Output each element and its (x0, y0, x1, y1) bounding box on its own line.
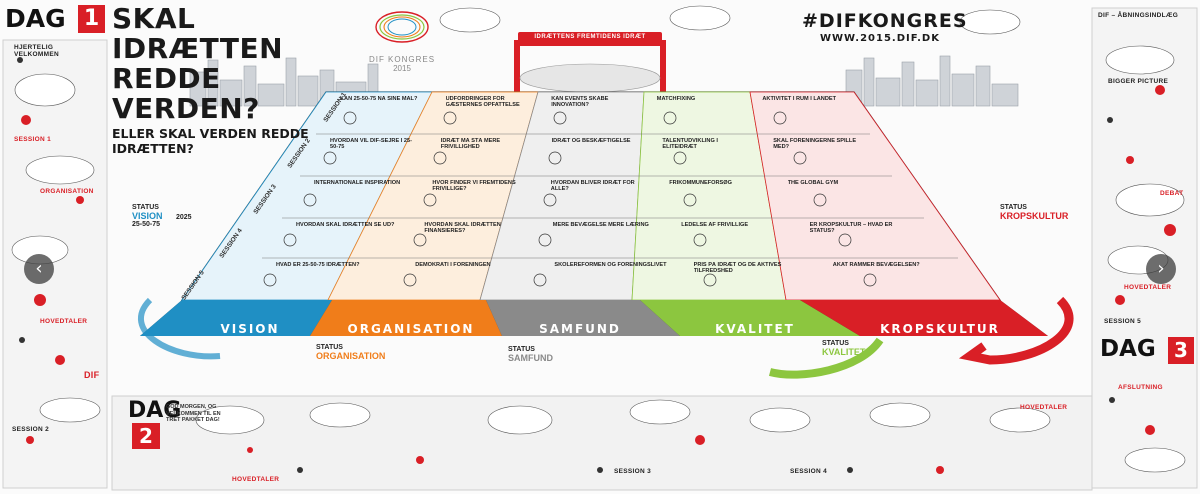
board-cell-header: PRIS PÅ IDRÆT OG DE AKTIVES TILFREDSHED (693, 262, 782, 275)
board-cell-header: HVAD ER 25-50-75 IDRÆTTEN? (276, 262, 360, 268)
board-cell-header: IDRÆT OG BESKÆFTIGELSE (551, 138, 631, 144)
logo-text: DIF KONGRES (368, 55, 436, 64)
title-line-2: REDDE VERDEN? (112, 62, 260, 125)
day-2-label: DAG (128, 398, 182, 423)
status-kropskultur-label: STATUS (1000, 204, 1027, 211)
banner-arch-text: IDRÆTTENS FREMTIDENS IDRÆT (534, 34, 646, 40)
bottom-label-hovedtaler-2: HOVEDTALER (1020, 404, 1068, 411)
right-label-debat: DEBAT (1160, 190, 1184, 197)
board-cell-header: SKOLEREFORMEN OG FORENINGSLIVET (554, 262, 667, 268)
logo-rings-icon (375, 11, 429, 43)
left-dif-mark: DIF (84, 370, 100, 380)
board-cell-header: KAN 25-50-75 NÅ SINE MÅL? (340, 96, 418, 102)
carousel-next-button[interactable]: › (1146, 254, 1176, 284)
carousel-prev-button[interactable]: ‹ (24, 254, 54, 284)
status-samfund-label: STATUS (508, 346, 535, 353)
board-cell-header: UDFORDRINGER FOR GÆSTERNES OPFATTELSE (445, 96, 520, 109)
status-vision-value: VISION (132, 211, 163, 221)
board-cell-header: ER KROPSKULTUR – HVAD ER STATUS? (809, 222, 893, 235)
board-cell-header: HVORDAN SKAL IDRÆTTEN FINANSIERES? (424, 222, 501, 235)
day-1-number: 1 (78, 5, 105, 33)
board-cell-header: LEDELSE AF FRIVILLIGE (681, 222, 749, 228)
bottom-label-session-3: SESSION 3 (614, 468, 652, 475)
status-kropskultur-value: KROPSKULTUR (1000, 211, 1069, 221)
left-label-session-2: SESSION 2 (12, 426, 50, 433)
board-cell-header: SKAL FORENINGERNE SPILLE MED? (773, 138, 857, 151)
column-label-kropskultur: KROPSKULTUR (880, 322, 1000, 336)
bottom-label-hovedtaler-1: HOVEDTALER (232, 476, 280, 483)
column-label-samfund: SAMFUND (539, 322, 621, 336)
bottom-label-afslutning: AFSLUTNING (1118, 384, 1163, 391)
left-welcome: HJERTELIG VELKOMMEN (14, 44, 59, 58)
board-cell-header: FRIKOMMUNEFORSØG (669, 180, 732, 186)
status-samfund-value: SAMFUND (508, 353, 553, 363)
right-label-opening: DIF – ÅBNINGSINDLÆG (1098, 12, 1179, 19)
board-cell-header: KAN EVENTS SKABE INNOVATION? (551, 96, 609, 109)
status-samfund: STATUS SAMFUND (508, 346, 553, 363)
chevron-left-icon: ‹ (35, 258, 43, 279)
bottom-label-session-4: SESSION 4 (790, 468, 828, 475)
left-label-organisation: ORGANISATION (40, 188, 94, 195)
status-kropskultur: STATUS KROPSKULTUR (1000, 204, 1068, 221)
left-label-hovedtaler: HOVEDTALER (40, 318, 88, 325)
status-vision-years: 25-50-75 (132, 221, 161, 228)
board-cell-header: MATCHFIXING (656, 96, 696, 102)
day-2-badge: DAG 2 (128, 398, 182, 490)
status-year: 2025 (176, 214, 192, 221)
status-kvalitet-label: STATUS (822, 340, 849, 347)
title-subtitle: ELLER SKAL VERDEN REDDE IDRÆTTEN? (112, 126, 309, 156)
board-cell-header: THE GLOBAL GYM (787, 180, 839, 186)
day-3-label: DAG (1100, 336, 1156, 362)
board-cell-header: INTERNATIONALE INSPIRATION (314, 180, 401, 186)
status-vision: STATUS VISION 25-50-75 (132, 204, 163, 228)
right-label-bigger-picture: BIGGER PICTURE (1108, 78, 1169, 85)
board-cell-header: HVORDAN SKAL IDRÆTTEN SE UD? (296, 222, 395, 228)
day-1-label: DAG (5, 4, 66, 33)
column-label-vision: VISION (220, 322, 280, 336)
right-label-hovedtaler: HOVEDTALER (1124, 284, 1172, 291)
status-kvalitet: STATUS KVALITET (822, 340, 865, 357)
status-year-value: 2025 (176, 214, 192, 221)
chevron-right-icon: › (1157, 258, 1165, 279)
board-cell-header: TALENTUDVIKLING I ELITEIDRÆT (662, 138, 718, 151)
bottom-good-morning: GOD MORGEN, OG VELKOMMEN TIL EN TRET PAK… (166, 404, 221, 423)
column-label-kvalitet: KVALITET (715, 322, 795, 336)
board-cell-header: HVOR FINDER VI FREMTIDENS FRIVILLIGE? (432, 180, 516, 193)
board-cell-header: DEMOKRATI I FORENINGEN (415, 262, 491, 268)
left-label-session-1: SESSION 1 (14, 136, 52, 143)
status-vision-label: STATUS (132, 204, 159, 211)
board-cell-header: HVORDAN BLIVER IDRÆT FOR ALLE? (550, 180, 635, 193)
status-organisation-value: ORGANISATION (316, 351, 386, 361)
day-3-badge: DAG 3 (1100, 336, 1196, 366)
page-title: SKAL IDRÆTTEN REDDE VERDEN? ELLER SKAL V… (112, 2, 362, 157)
column-label-organisation: ORGANISATION (347, 322, 475, 336)
right-label-session-5: SESSION 5 (1104, 318, 1142, 325)
board-cell-header: AKTIVITET I RUM I LANDET (762, 96, 837, 102)
board-cell-header: HVORDAN VIL DIF-SEJRE I 25-50-75 (330, 138, 412, 151)
status-kvalitet-value: KVALITET (822, 347, 866, 357)
board-cell-header: AKAT RAMMER BEVÆGELSEN? (832, 262, 920, 268)
status-organisation-label: STATUS (316, 344, 343, 351)
board-cell-header: MERE BEVÆGELSE MERE LÆRING (552, 222, 649, 228)
day-2-number: 2 (132, 423, 160, 449)
website-url: WWW.2015.DIF.DK (820, 33, 940, 44)
board-cell-header: IDRÆT MÅ STÅ MERE FRIVILLIGHED (440, 138, 501, 151)
logo-year: 2015 (393, 64, 411, 73)
day-3-number: 3 (1168, 337, 1194, 364)
dif-kongres-logo: DIF KONGRES 2015 (362, 8, 442, 74)
hashtag: #DIFKONGRES (802, 10, 968, 32)
status-organisation: STATUS ORGANISATION (316, 344, 385, 361)
title-line-1: SKAL IDRÆTTEN (112, 2, 284, 65)
day-1-badge: DAG 1 (3, 4, 107, 34)
